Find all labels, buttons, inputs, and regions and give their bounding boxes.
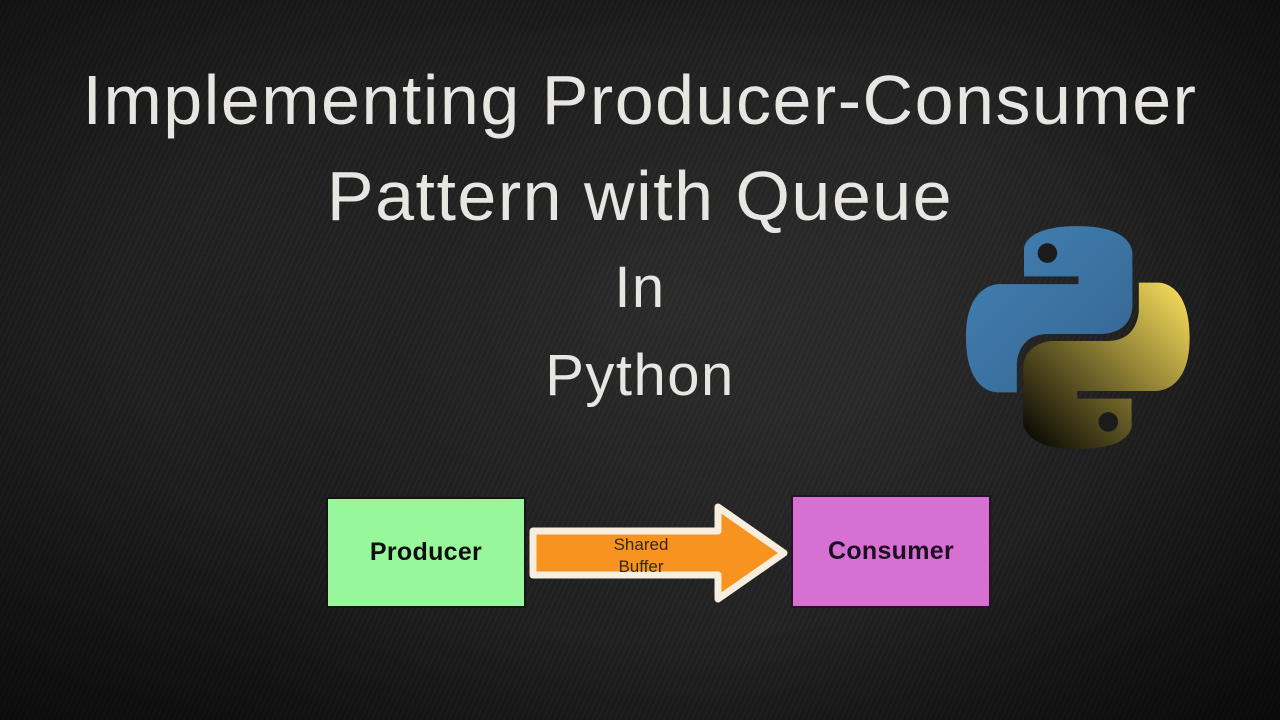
producer-box: Producer <box>326 497 526 608</box>
python-yellow-snake-eye <box>1098 412 1119 432</box>
consumer-box: Consumer <box>791 495 991 608</box>
python-yellow-snake <box>1023 282 1190 449</box>
title-line-4: Python <box>545 343 735 408</box>
python-blue-snake-eye <box>1037 243 1058 263</box>
title-line-1: Implementing Producer-Consumer <box>82 61 1198 139</box>
python-blue-snake <box>966 226 1133 393</box>
shared-buffer-arrow: Shared Buffer <box>528 500 788 606</box>
producer-box-label: Producer <box>369 538 483 566</box>
arrow-label-line-2: Buffer <box>618 557 663 576</box>
title-line-3: In <box>614 255 666 320</box>
consumer-box-label: Consumer <box>827 537 955 565</box>
title-line-2: Pattern with Queue <box>326 157 954 235</box>
python-logo-icon <box>966 226 1190 449</box>
arrow-label-line-1: Shared <box>614 535 669 554</box>
page-title: Implementing Producer-Consumer Pattern w… <box>0 52 1280 420</box>
arrow-shape <box>529 503 788 603</box>
